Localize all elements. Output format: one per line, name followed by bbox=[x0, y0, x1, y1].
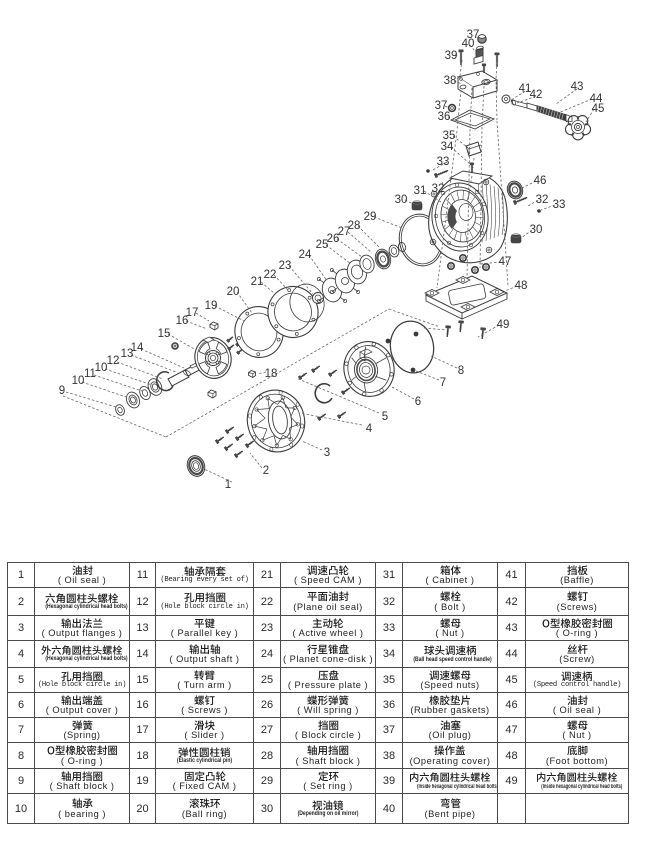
svg-text:28: 28 bbox=[348, 220, 361, 232]
svg-text:27: 27 bbox=[338, 226, 351, 238]
svg-text:8: 8 bbox=[458, 365, 464, 377]
svg-text:45: 45 bbox=[592, 103, 605, 115]
svg-text:2: 2 bbox=[263, 465, 269, 477]
svg-text:46: 46 bbox=[534, 175, 547, 187]
svg-text:48: 48 bbox=[515, 280, 528, 292]
svg-text:32: 32 bbox=[432, 183, 445, 195]
svg-text:34: 34 bbox=[441, 141, 454, 153]
svg-text:3: 3 bbox=[324, 447, 330, 459]
svg-text:7: 7 bbox=[440, 377, 446, 389]
svg-text:42: 42 bbox=[530, 89, 543, 101]
svg-text:29: 29 bbox=[364, 211, 377, 223]
svg-text:35: 35 bbox=[443, 130, 456, 142]
svg-text:31: 31 bbox=[414, 185, 427, 197]
svg-text:16: 16 bbox=[176, 315, 189, 327]
svg-text:47: 47 bbox=[499, 256, 512, 268]
svg-text:4: 4 bbox=[366, 423, 373, 435]
svg-text:30: 30 bbox=[530, 224, 543, 236]
svg-text:1: 1 bbox=[225, 479, 231, 491]
svg-text:11: 11 bbox=[84, 368, 96, 380]
svg-text:17: 17 bbox=[186, 307, 199, 319]
svg-text:23: 23 bbox=[279, 260, 292, 272]
svg-text:15: 15 bbox=[158, 328, 171, 340]
svg-text:25: 25 bbox=[316, 239, 329, 251]
svg-text:32: 32 bbox=[536, 194, 549, 206]
svg-text:12: 12 bbox=[107, 355, 120, 367]
svg-text:20: 20 bbox=[227, 286, 240, 298]
svg-text:39: 39 bbox=[445, 50, 458, 62]
svg-text:40: 40 bbox=[462, 38, 475, 50]
svg-text:13: 13 bbox=[121, 348, 134, 360]
svg-text:18: 18 bbox=[265, 368, 278, 380]
svg-text:10: 10 bbox=[95, 362, 108, 374]
svg-text:38: 38 bbox=[444, 75, 457, 87]
svg-text:37: 37 bbox=[435, 100, 448, 112]
svg-text:49: 49 bbox=[497, 319, 510, 331]
svg-text:10: 10 bbox=[72, 375, 85, 387]
svg-text:43: 43 bbox=[571, 81, 584, 93]
svg-text:6: 6 bbox=[415, 396, 421, 408]
svg-text:33: 33 bbox=[437, 156, 450, 168]
svg-text:26: 26 bbox=[327, 233, 340, 245]
svg-text:41: 41 bbox=[519, 83, 532, 95]
svg-text:36: 36 bbox=[438, 111, 451, 123]
svg-text:22: 22 bbox=[264, 269, 277, 281]
svg-text:19: 19 bbox=[205, 300, 218, 312]
svg-text:21: 21 bbox=[251, 276, 264, 288]
svg-text:37: 37 bbox=[467, 29, 480, 41]
svg-text:30: 30 bbox=[395, 194, 408, 206]
svg-text:5: 5 bbox=[382, 411, 388, 423]
svg-text:44: 44 bbox=[590, 93, 603, 105]
svg-text:33: 33 bbox=[553, 199, 566, 211]
svg-text:9: 9 bbox=[59, 385, 65, 397]
svg-text:24: 24 bbox=[299, 249, 312, 261]
svg-text:14: 14 bbox=[131, 342, 144, 354]
